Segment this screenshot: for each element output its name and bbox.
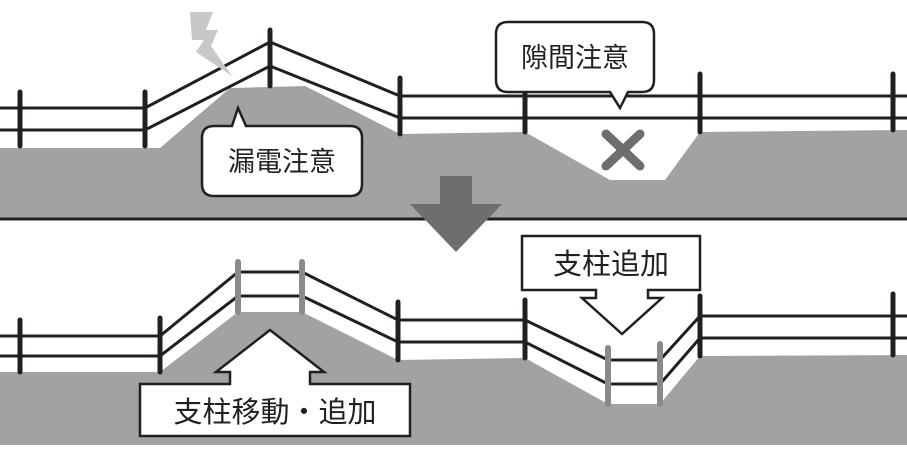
leakage-warning-label: 漏電注意 bbox=[228, 147, 336, 178]
top-panel: 漏電注意 隙間注意 bbox=[0, 12, 907, 221]
lightning-icon bbox=[190, 12, 232, 76]
x-mark-icon bbox=[601, 129, 645, 171]
leakage-warning-bubble: 漏電注意 bbox=[200, 104, 364, 198]
move-add-post-label: 支柱移動・追加 bbox=[173, 395, 376, 429]
bottom-panel: 支柱追加 支柱移動・追加 bbox=[0, 234, 907, 445]
add-post-label: 支柱追加 bbox=[553, 247, 669, 281]
add-post-callout: 支柱追加 bbox=[520, 234, 702, 336]
top-fence-wires bbox=[0, 40, 907, 132]
gap-warning-bubble: 隙間注意 bbox=[494, 20, 656, 111]
move-add-post-callout: 支柱移動・追加 bbox=[138, 328, 412, 438]
bottom-fence-posts bbox=[17, 291, 896, 375]
gap-warning-label: 隙間注意 bbox=[521, 43, 629, 74]
down-arrow-icon bbox=[410, 176, 502, 252]
bottom-fence-wires bbox=[0, 270, 907, 386]
bottom-ground bbox=[0, 312, 907, 445]
new-fence-posts bbox=[235, 259, 663, 407]
